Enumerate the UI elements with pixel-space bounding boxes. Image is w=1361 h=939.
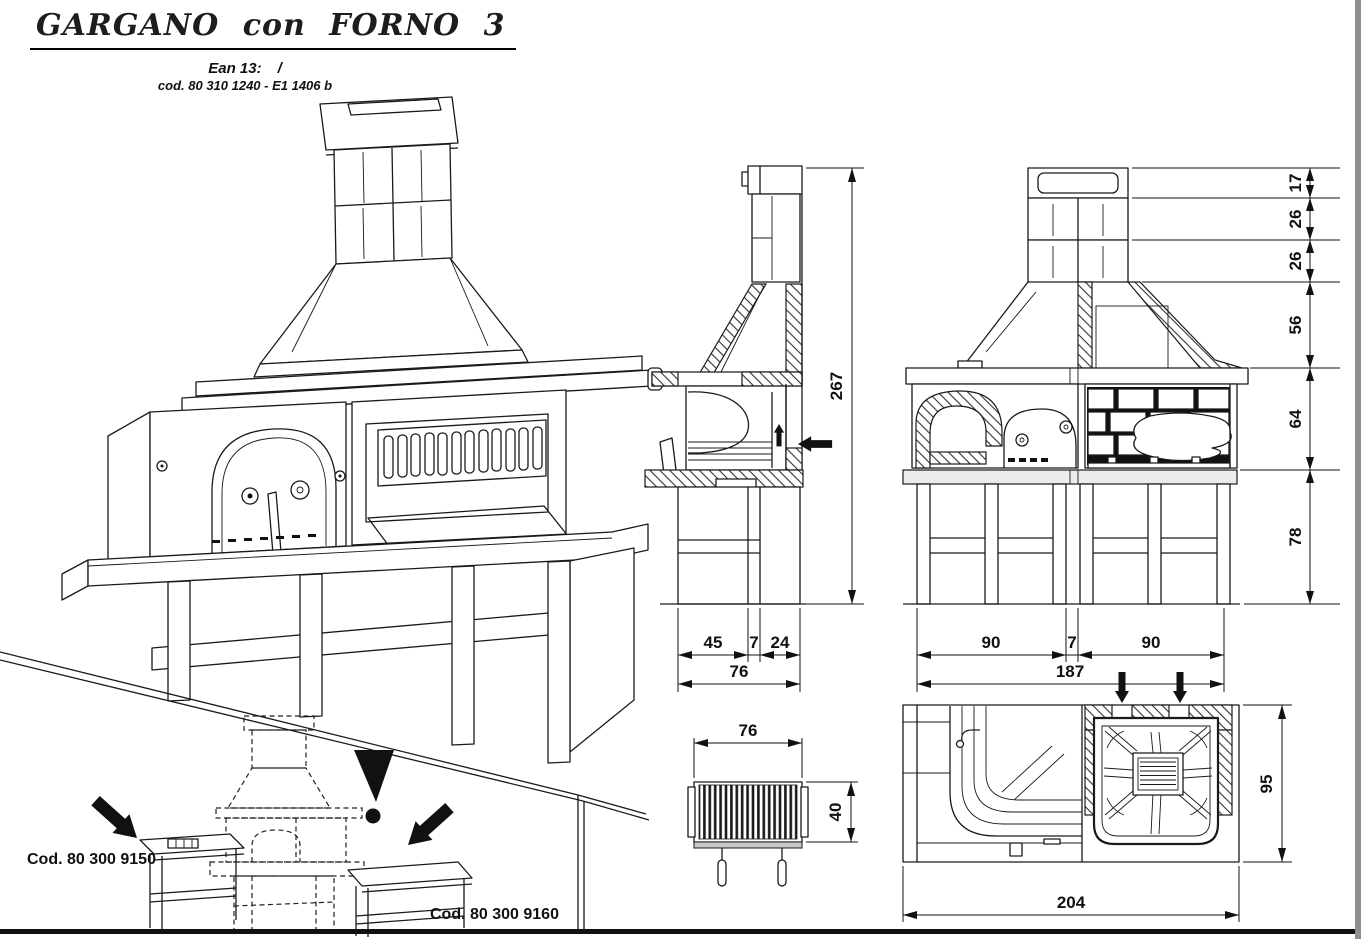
oven-door-arch [211, 428, 337, 554]
firebrick-section [1087, 387, 1232, 469]
svg-text:56: 56 [1286, 316, 1305, 335]
ean-label: Ean 13: [208, 60, 262, 77]
wood-log [1133, 412, 1232, 462]
grate-detail-view: 76 40 [687, 721, 858, 887]
side-section-view: 267 45 7 24 76 [644, 165, 864, 692]
page-edge-shadow [1355, 0, 1361, 939]
grill-radials [1103, 726, 1213, 835]
grate-plan-bars [1140, 761, 1176, 785]
perspective-view [61, 96, 653, 764]
grill-plan [1084, 704, 1233, 846]
oven-plan [917, 706, 1082, 857]
oven-profile-section [687, 391, 750, 454]
placement-arrow-right-icon [399, 798, 458, 855]
base-shelf [151, 611, 561, 671]
plan-view: 95 204 [902, 672, 1292, 922]
grate-handle [717, 859, 727, 887]
inset-left-table [139, 833, 245, 930]
inset-barbecue-dashed [209, 715, 365, 933]
svg-text:40: 40 [826, 803, 845, 822]
placement-arrow-left-icon [87, 791, 146, 848]
svg-text:7: 7 [749, 633, 758, 652]
svg-text:267: 267 [827, 372, 846, 400]
dim-side-depths: 45 7 24 76 [677, 608, 801, 692]
svg-text:7: 7 [1067, 633, 1076, 652]
svg-text:95: 95 [1257, 775, 1276, 794]
oven-thermometer [290, 480, 310, 500]
accessory-code-right: Cod. 80 300 9160 [430, 906, 559, 923]
svg-text:26: 26 [1286, 252, 1305, 271]
grate-bars [698, 784, 798, 840]
page-title: GARGANO con FORNO 3 [30, 8, 516, 50]
svg-text:90: 90 [982, 633, 1001, 652]
insert-arrow-icon [1173, 672, 1187, 703]
svg-text:45: 45 [704, 633, 723, 652]
subtitle-block: Ean 13: / cod. 80 310 1240 - E1 1406 b [95, 60, 395, 93]
insert-arrow-icon [1115, 672, 1129, 703]
title-block: GARGANO con FORNO 3 [30, 8, 516, 50]
code-line: cod. 80 310 1240 - E1 1406 b [157, 78, 333, 93]
svg-text:76: 76 [730, 662, 749, 681]
svg-text:90: 90 [1142, 633, 1161, 652]
accessory-code-left: Cod. 80 300 9150 [27, 851, 156, 868]
grate-handle [777, 859, 787, 887]
dim-front-widths: 90 7 90 187 [916, 608, 1225, 692]
oven-front [149, 401, 347, 558]
airflow-in-arrow-icon [798, 436, 833, 452]
hood [259, 257, 523, 365]
dim-height-chain: 17 26 26 56 64 78 [1132, 167, 1340, 605]
front-base [903, 483, 1240, 605]
oven-arch-section [915, 390, 1003, 469]
svg-text:17: 17 [1286, 174, 1305, 193]
svg-text:187: 187 [1056, 662, 1084, 681]
svg-text:26: 26 [1286, 210, 1305, 229]
svg-text:64: 64 [1286, 409, 1305, 428]
page-bottom-border [0, 929, 1361, 934]
oven-vent-holes [212, 534, 316, 543]
ean-value: / [277, 60, 282, 77]
dim-plan-width: 204 [902, 866, 1240, 922]
dim-total-height: 267 [806, 167, 864, 605]
inset-right-table [347, 861, 473, 937]
warning-exclamation-icon [354, 750, 394, 824]
oven-door-handle-plan [961, 729, 980, 743]
skewer-rack-bars [383, 426, 543, 479]
svg-text:76: 76 [739, 721, 758, 740]
svg-text:78: 78 [1286, 528, 1305, 547]
ean-line: Ean 13: / [95, 60, 395, 77]
worktop [87, 523, 649, 587]
svg-text:204: 204 [1057, 893, 1086, 912]
dim-plan-depth: 95 [1243, 704, 1292, 863]
side-bracket [659, 437, 677, 475]
front-view: 17 26 26 56 64 78 90 7 90 [902, 167, 1340, 692]
inset-panel: Cod. 80 300 9150 Cod. 80 300 9160 [0, 651, 650, 937]
svg-text:24: 24 [771, 633, 790, 652]
